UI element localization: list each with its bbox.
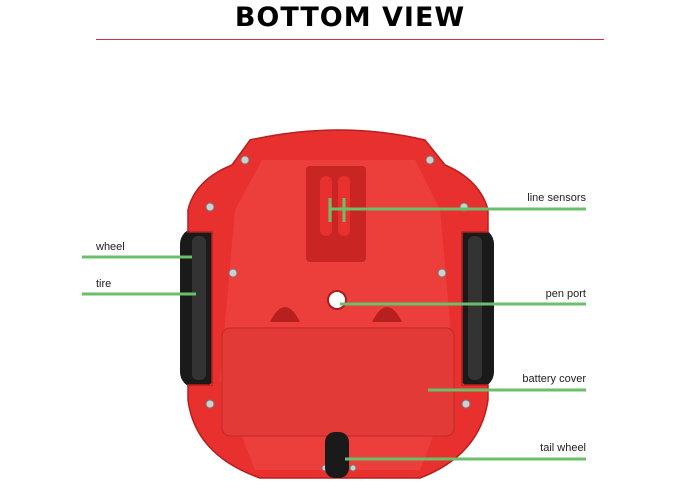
title-rule xyxy=(96,39,604,40)
leader-lines xyxy=(82,198,586,461)
battery-cover xyxy=(221,327,455,437)
line-sensor-housing xyxy=(306,166,366,262)
pen-port xyxy=(327,290,347,310)
page-title: BOTTOM VIEW xyxy=(234,2,466,33)
tail-wheel xyxy=(325,432,349,478)
label-tail-wheel: tail wheel xyxy=(540,442,586,454)
label-pen-port: pen port xyxy=(545,288,586,300)
left-wheel xyxy=(180,228,216,388)
label-line-sensors: line sensors xyxy=(527,192,586,204)
right-wheel xyxy=(458,228,494,388)
label-battery-cover: battery cover xyxy=(522,373,586,385)
label-tire: tire xyxy=(96,278,112,290)
label-wheel: wheel xyxy=(96,241,125,253)
